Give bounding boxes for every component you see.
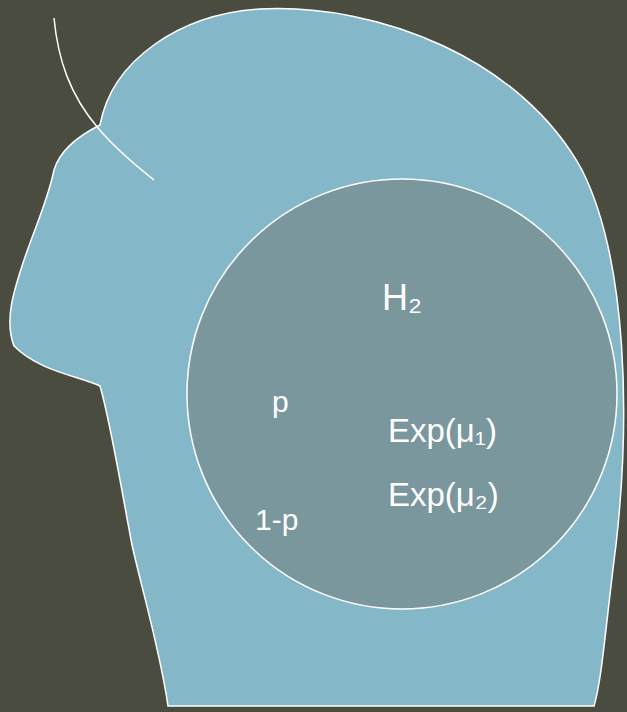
hair-strand [54,18,154,180]
head-silhouette [10,9,624,706]
node-title: H₂ [382,280,422,316]
branch-probability: 1-p [255,505,298,535]
branch-probability: p [272,387,289,417]
distribution-label: Exp(μ₁) [388,414,497,447]
distribution-label: Exp(μ₂) [388,478,499,511]
circle-outline [186,178,618,610]
circle-node: H₂ [186,178,618,610]
